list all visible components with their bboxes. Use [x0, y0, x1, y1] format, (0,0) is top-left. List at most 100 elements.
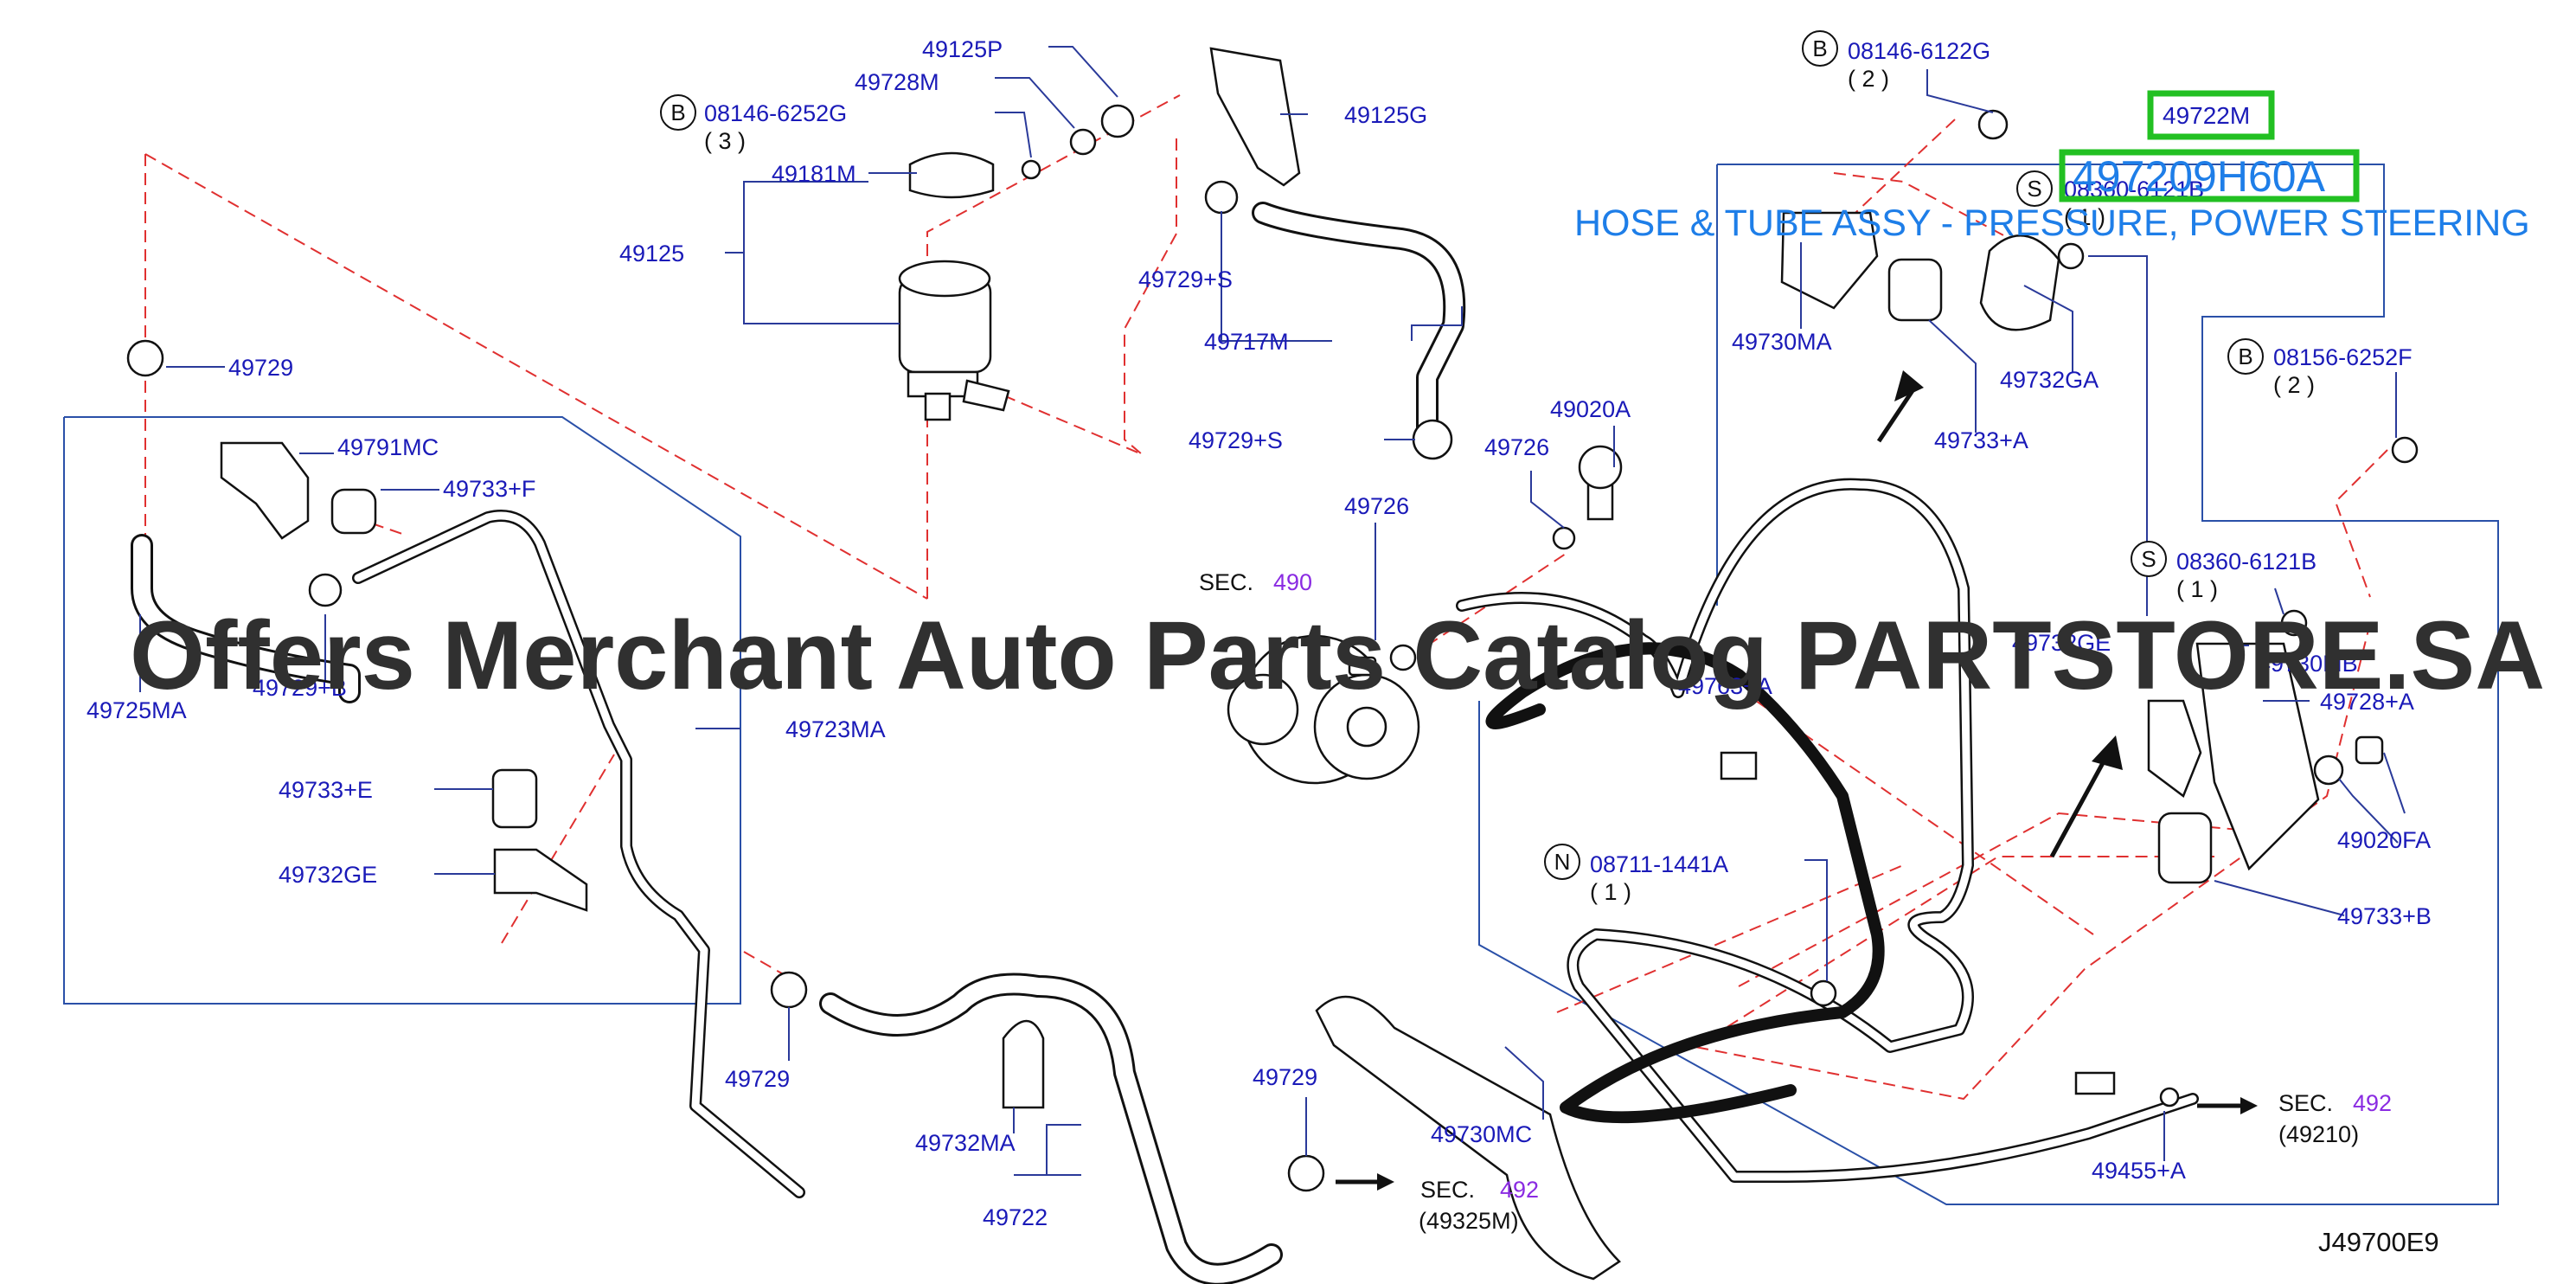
bolt-quantity: ( 2 )	[2273, 372, 2315, 398]
bolt-quantity: ( 3 )	[704, 128, 746, 154]
bracket-49125G	[1021, 47, 1301, 187]
callout-08146-6122G: B 08146-6122G ( 2 )	[1802, 30, 1990, 92]
section-prefix: SEC.	[1420, 1177, 1475, 1203]
badge-letter: B	[2238, 343, 2252, 369]
label-49732GE-right: 49732GE	[2012, 630, 2111, 656]
callout-08156-6252F: B 08156-6252F ( 2 )	[2227, 338, 2413, 398]
assembly-dash-lines	[144, 94, 2388, 1101]
hose-49725MA	[131, 534, 361, 703]
bolt-08146-6122G	[1977, 109, 2009, 140]
label-49730MA: 49730MA	[1732, 329, 1832, 355]
section-ref-492-left[interactable]: SEC. 492 (49325M)	[1419, 1177, 1539, 1234]
clamp-49729-top	[126, 339, 164, 377]
section-ref-490[interactable]: SEC. 490	[1199, 569, 1312, 595]
tube-49723MA	[352, 510, 805, 1198]
label-49726-right: 49726	[1484, 434, 1549, 460]
label-49020A: 49020A	[1550, 396, 1631, 422]
badge-letter: B	[670, 100, 685, 125]
clamp-49732GA	[1979, 234, 2060, 331]
bracket-49732GE-left	[493, 848, 588, 912]
highlight-part-number[interactable]: 497209H60A	[2073, 152, 2326, 201]
bolt-part-number: 08360-6121B	[2176, 549, 2316, 575]
sensor-49763A	[1720, 751, 1758, 780]
label-49181M: 49181M	[772, 161, 856, 187]
label-49732GA: 49732GA	[2000, 367, 2099, 393]
label-49763A: 49763+A	[1678, 673, 1772, 699]
insulator-49733E	[491, 768, 538, 829]
leader-lines	[139, 46, 2406, 1176]
clamp-49732GE-right	[2147, 699, 2202, 798]
right-group-box	[1478, 164, 2499, 1205]
hose-49722	[819, 973, 1283, 1284]
clamp-49732MA	[1002, 1019, 1045, 1109]
label-49733F: 49733+F	[443, 476, 535, 502]
insulator-49733F	[330, 488, 377, 535]
reservoir-assembly	[898, 151, 1010, 421]
bolt-quantity: ( 2 )	[1848, 66, 1889, 92]
section-prefix: SEC.	[1199, 569, 1253, 595]
label-49732MA: 49732MA	[915, 1130, 1016, 1156]
label-49722: 49722	[983, 1204, 1048, 1230]
label-49730MC: 49730MC	[1431, 1121, 1532, 1147]
label-49729S-lower: 49729+S	[1189, 427, 1283, 453]
callout-08711-1441A: N 08711-1441A ( 1 )	[1544, 844, 1728, 905]
insulator-49733A	[1887, 258, 1943, 322]
callout-08146-6252G: B 08146-6252G ( 3 )	[660, 94, 847, 154]
insulator-49728A	[2355, 735, 2384, 765]
section-number[interactable]: 490	[1273, 569, 1312, 595]
badge-letter: B	[1812, 35, 1827, 61]
clamp-49729-mid	[1287, 1154, 1325, 1192]
label-49725MA: 49725MA	[87, 697, 187, 723]
highlight-description: HOSE & TUBE ASSY - PRESSURE, POWER STEER…	[1574, 202, 2530, 244]
label-49729-top: 49729	[228, 355, 293, 381]
section-number[interactable]: 492	[1500, 1177, 1539, 1203]
section-ref-492-right[interactable]: SEC. 492 (49210)	[2278, 1090, 2392, 1147]
clamp-49729-bottom	[770, 971, 808, 1009]
bolt-49020A	[1578, 445, 1623, 521]
flow-arrows	[1336, 370, 2258, 1191]
section-sub: (49210)	[2278, 1121, 2359, 1147]
hose-49717M	[1252, 202, 1466, 458]
return-tube	[1485, 642, 1885, 1124]
highlight-code-box[interactable]	[2147, 90, 2275, 140]
label-49125: 49125	[619, 241, 684, 266]
bolt-08360-6121B-right	[2280, 609, 2308, 637]
nut-08711-1441A	[1810, 979, 1837, 1007]
bracket-49791MC	[220, 441, 310, 540]
clamp-49729B	[308, 573, 343, 607]
label-49729B: 49729+B	[253, 675, 347, 701]
label-49726-left: 49726	[1344, 493, 1409, 519]
label-49733B: 49733+B	[2337, 903, 2432, 929]
label-49728M: 49728M	[855, 69, 939, 95]
label-49020FA: 49020FA	[2337, 827, 2431, 853]
label-49728A: 49728+A	[2320, 689, 2414, 715]
label-49729-mid: 49729	[1253, 1064, 1317, 1090]
bracket-49730MA	[1780, 211, 1879, 310]
highlighted-part[interactable]: 49722M 497209H60A HOSE & TUBE ASSY - PRE…	[1574, 90, 2530, 244]
section-number[interactable]: 492	[2353, 1090, 2392, 1116]
power-steering-pump	[1227, 634, 1420, 785]
left-group-box	[63, 416, 741, 1005]
bolt-part-number: 08156-6252F	[2273, 344, 2413, 370]
section-prefix: SEC.	[2278, 1090, 2333, 1116]
highlight-part-code[interactable]: 49722M	[2163, 102, 2250, 129]
fitting-49455A	[2074, 1071, 2180, 1107]
label-49723MA: 49723MA	[785, 716, 886, 742]
label-49729-bottom: 49729	[725, 1066, 790, 1092]
callout-08360-6121B-right: S 08360-6121B ( 1 )	[2131, 541, 2316, 602]
label-49732GE-left: 49732GE	[279, 862, 377, 888]
label-49455A: 49455+A	[2092, 1158, 2186, 1184]
highlight-number-box[interactable]	[2059, 149, 2360, 202]
label-49730MB: 49730MB	[2258, 651, 2358, 677]
bolt-quantity: ( 1 )	[1590, 879, 1631, 905]
label-49125G: 49125G	[1344, 102, 1427, 128]
bolt-part-number: 08146-6122G	[1848, 38, 1990, 64]
badge-letter: N	[1554, 849, 1571, 875]
label-49791MC: 49791MC	[337, 434, 439, 460]
bolt-quantity: ( 1 )	[2064, 204, 2105, 230]
badge-letter: S	[2141, 546, 2156, 572]
label-49717M: 49717M	[1204, 329, 1289, 355]
label-49729S-upper: 49729+S	[1138, 266, 1233, 292]
bracket-49730MC	[1315, 995, 1621, 1281]
